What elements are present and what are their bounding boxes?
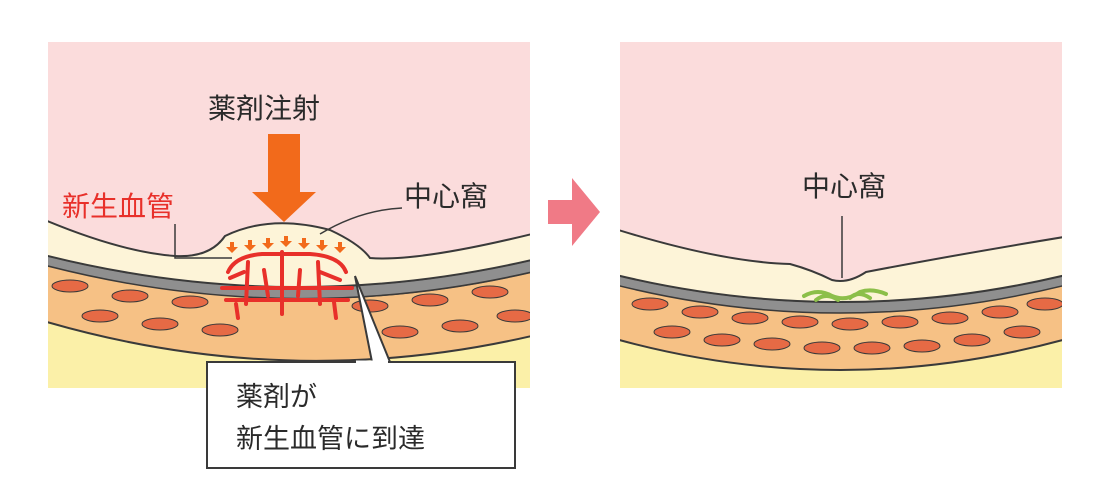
neovascular-leader-line [174, 224, 232, 259]
drug-drop-arrow [298, 238, 310, 249]
choroid-vessel [931, 311, 969, 325]
choroid-vessel [953, 333, 991, 347]
choroid-vessel [981, 305, 1019, 319]
drug-drop-arrow [226, 242, 238, 253]
choroid-vessel [81, 309, 119, 323]
choroid-vessel [681, 305, 719, 319]
choroid-vessel [881, 315, 919, 329]
choroid-vessel [1003, 325, 1041, 339]
choroid-vessel [496, 309, 530, 323]
injection-label: 薬剤注射 [208, 92, 320, 125]
choroid-vessels-right [631, 297, 1062, 355]
drug-drop-arrow [280, 236, 292, 247]
choroid-vessel [351, 299, 389, 313]
choroid-vessel [853, 341, 891, 355]
neovascular-label: 新生血管 [62, 190, 174, 223]
fovea-leader-line-left [319, 207, 403, 235]
choroid-vessel [471, 285, 509, 299]
scar-tissue [802, 288, 888, 302]
choroid-vessel [781, 315, 819, 329]
transition-arrow [548, 178, 600, 246]
drug-drop-arrows [226, 236, 346, 253]
choroid-vessel [411, 293, 449, 307]
choroid-vessel [631, 297, 669, 311]
choroid-vessel [803, 341, 841, 355]
fovea-label-left: 中心窩 [404, 180, 488, 213]
callout-text-line1: 薬剤が [236, 382, 317, 413]
drug-drop-arrow [334, 242, 346, 253]
choroid-vessel [111, 289, 149, 303]
choroid-vessels-left [51, 279, 530, 339]
choroid-vessel [171, 295, 209, 309]
choroid-vessel [653, 325, 691, 339]
callout-box: 薬剤が 新生血管に到達 [206, 275, 516, 469]
retina-layer-right [620, 229, 1062, 303]
fovea-label-right: 中心窩 [802, 170, 886, 203]
choroid-vessel [141, 317, 179, 331]
choroid-vessel [731, 311, 769, 325]
choroid-vessel [831, 317, 869, 331]
neovascular-network [220, 250, 354, 320]
choroid-vessel [201, 323, 239, 337]
drug-drop-arrow [244, 240, 256, 251]
drug-drop-arrow [316, 240, 328, 251]
right-panel-after-treatment [620, 42, 1062, 388]
choroid-vessel [381, 325, 419, 339]
choroid-vessel [753, 337, 791, 351]
left-panel-before-injection [48, 42, 530, 388]
callout-frame [206, 361, 516, 469]
drug-drop-arrow [262, 238, 274, 249]
injection-arrow [252, 134, 316, 222]
choroid-vessel [441, 319, 479, 333]
choroid-vessel [703, 333, 741, 347]
choroid-vessel [1026, 297, 1062, 311]
choroid-vessel [51, 279, 89, 293]
choroid-vessel [903, 339, 941, 353]
callout-text-line2: 新生血管に到達 [236, 424, 425, 455]
